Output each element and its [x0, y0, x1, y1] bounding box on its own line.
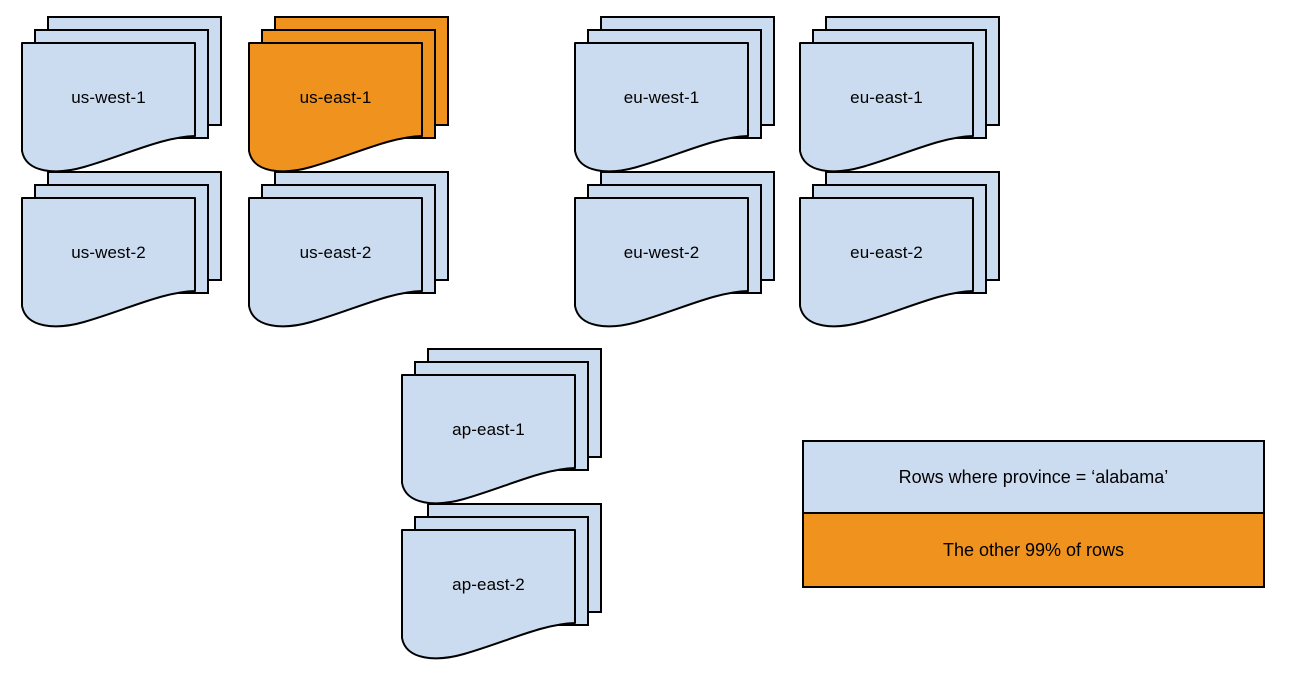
legend: Rows where province = ‘alabama’ The othe… — [802, 440, 1265, 588]
data-stack-eu-east-1[interactable]: eu-east-1 — [799, 16, 1000, 193]
data-stack-eu-west-1[interactable]: eu-west-1 — [574, 16, 775, 193]
stack-sheet-front — [799, 42, 974, 173]
data-stack-ap-east-1[interactable]: ap-east-1 — [401, 348, 602, 525]
data-stack-ap-east-2[interactable]: ap-east-2 — [401, 503, 602, 680]
data-stack-us-east-1[interactable]: us-east-1 — [248, 16, 449, 193]
data-stack-eu-east-2[interactable]: eu-east-2 — [799, 171, 1000, 348]
stack-sheet-front — [574, 197, 749, 328]
data-stack-us-east-2[interactable]: us-east-2 — [248, 171, 449, 348]
stack-sheet-front — [401, 374, 576, 505]
stack-sheet-front — [248, 42, 423, 173]
stack-sheet-front — [248, 197, 423, 328]
stack-sheet-front — [21, 42, 196, 173]
legend-item-alabama: Rows where province = ‘alabama’ — [804, 442, 1263, 514]
data-stack-us-west-2[interactable]: us-west-2 — [21, 171, 222, 348]
legend-item-label: Rows where province = ‘alabama’ — [898, 466, 1169, 487]
legend-item-other-rows: The other 99% of rows — [804, 514, 1263, 586]
data-stack-eu-west-2[interactable]: eu-west-2 — [574, 171, 775, 348]
legend-item-label: The other 99% of rows — [942, 539, 1125, 560]
stack-sheet-front — [401, 529, 576, 660]
data-stack-us-west-1[interactable]: us-west-1 — [21, 16, 222, 193]
stack-sheet-front — [21, 197, 196, 328]
stack-sheet-front — [799, 197, 974, 328]
stack-sheet-front — [574, 42, 749, 173]
